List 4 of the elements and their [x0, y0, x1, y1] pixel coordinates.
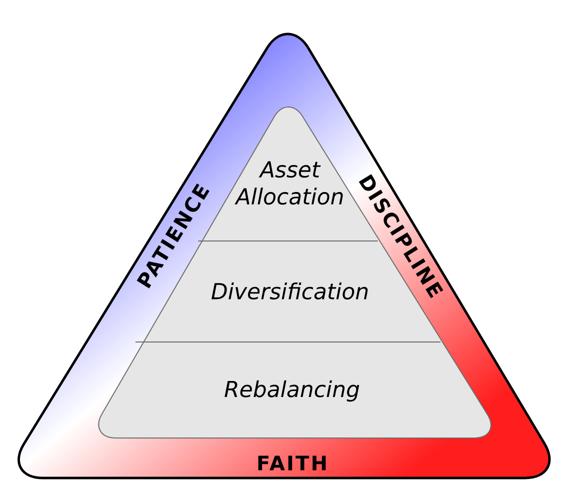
side-label: FAITH: [258, 456, 326, 470]
tier-label: Rebalancing: [224, 380, 360, 402]
tier-label: Asset Allocation: [234, 161, 343, 205]
pyramid: [98, 106, 492, 438]
